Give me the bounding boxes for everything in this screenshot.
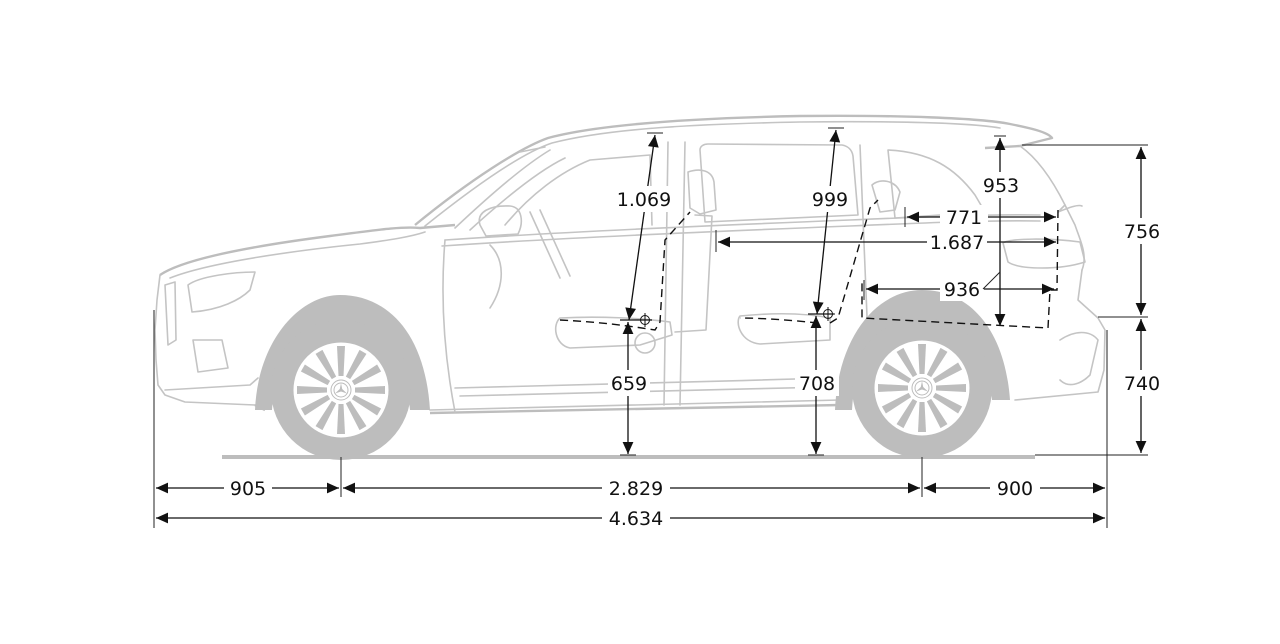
upper-rear-height-label: 756 [1124, 221, 1160, 243]
dimension-labels: 905 2.829 900 4.634 1.069 999 953 659 70… [230, 175, 1160, 530]
seat-reference-point-icon [620, 313, 652, 327]
rear-overhang-label: 900 [997, 478, 1033, 500]
front-overhang-label: 905 [230, 478, 266, 500]
overall-length-label: 4.634 [609, 508, 663, 530]
rear-hubcap [878, 344, 966, 432]
load-length-771-label: 771 [946, 207, 982, 229]
front-headroom-label: 1.069 [617, 189, 671, 211]
third-row-headroom-label: 953 [983, 175, 1019, 197]
load-length-936-label: 936 [944, 279, 980, 301]
front-seat-height-label: 659 [611, 373, 647, 395]
rear-wheel [835, 290, 1010, 458]
second-row-headroom-label: 999 [812, 189, 848, 211]
second-row-seat-height-label: 708 [799, 373, 835, 395]
seat-reference-point-icon [808, 307, 835, 321]
front-hubcap [297, 346, 385, 434]
star-badge-icon [911, 377, 933, 399]
wheelbase-label: 2.829 [609, 478, 663, 500]
loading-sill-height-label: 740 [1124, 373, 1160, 395]
star-badge-icon [330, 379, 352, 401]
dimension-annotations [153, 127, 1164, 530]
load-length-1687-label: 1.687 [930, 232, 984, 254]
front-wheel [255, 295, 430, 460]
